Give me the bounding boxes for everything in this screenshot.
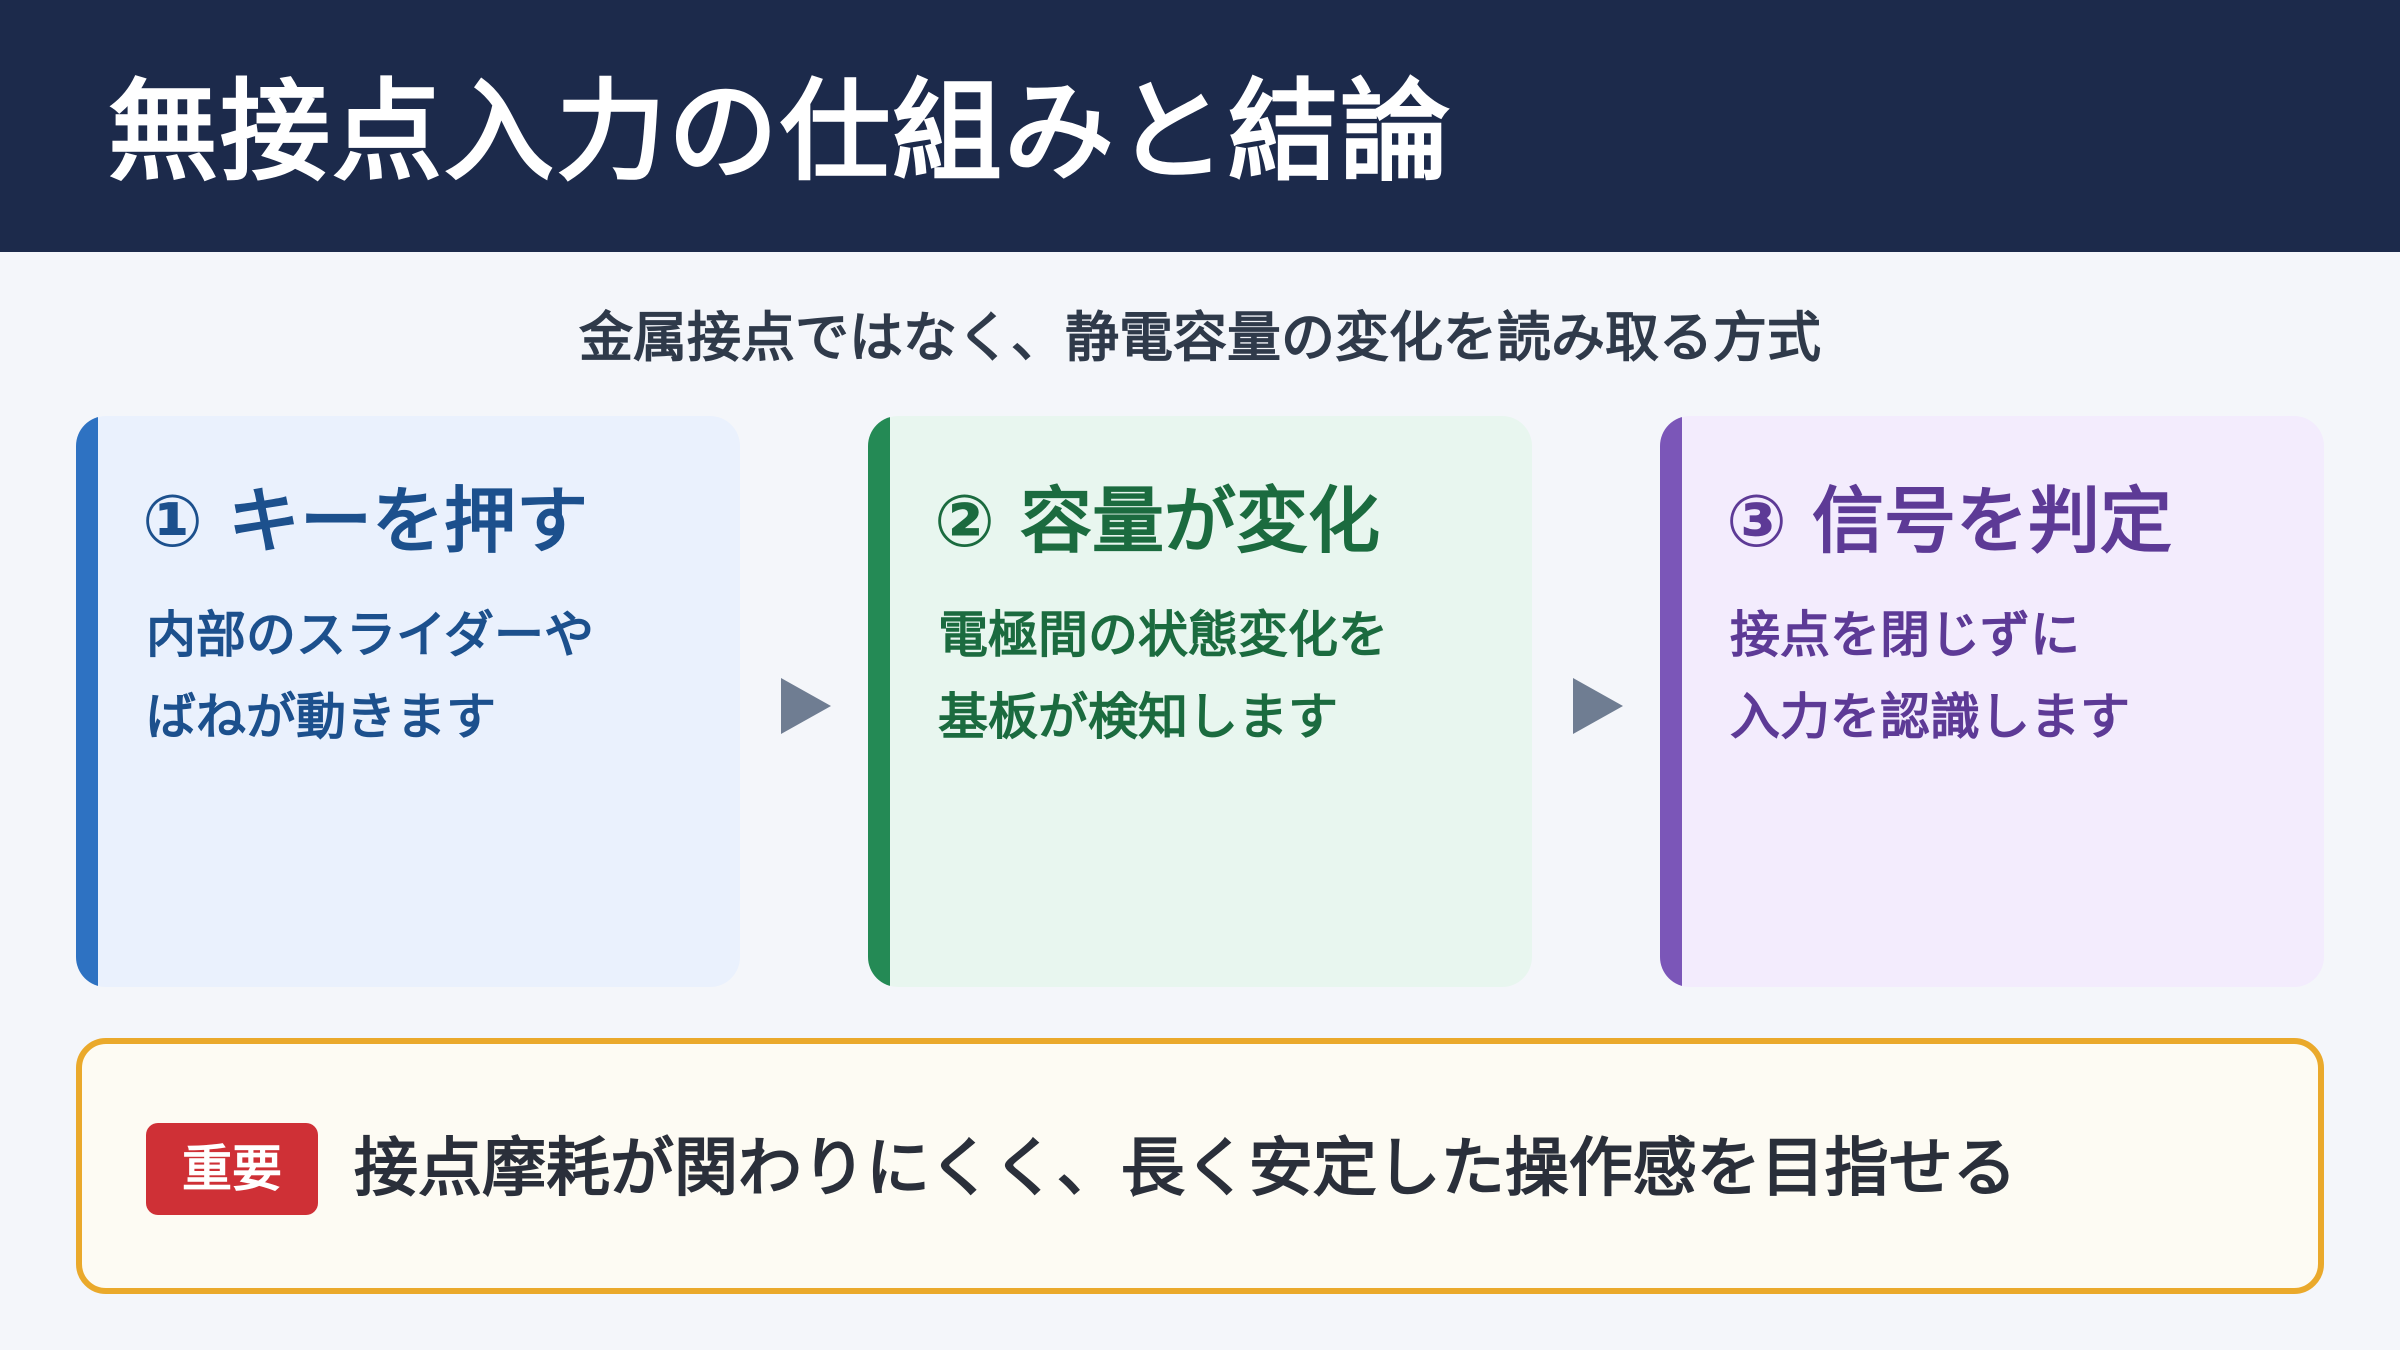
important-badge: 重要 bbox=[146, 1123, 318, 1215]
step-title: ① キーを押す bbox=[142, 479, 589, 563]
step-card-press-key: ① キーを押す 内部のスライダーや ばねが動きます bbox=[76, 416, 740, 987]
accent-bar bbox=[1660, 416, 1682, 987]
conclusion-box: 重要 接点摩耗が関わりにくく、長く安定した操作感を目指せる bbox=[76, 1038, 2324, 1294]
conclusion-text: 接点摩耗が関わりにくく、長く安定した操作感を目指せる bbox=[354, 1132, 2017, 1206]
step-description-line: 接点を閉じずに bbox=[1730, 606, 2080, 664]
step-card-capacitance-change: ② 容量が変化 電極間の状態変化を 基板が検知します bbox=[868, 416, 1532, 987]
accent-bar bbox=[76, 416, 98, 987]
step-description: 電極間の状態変化を 基板が検知します bbox=[938, 594, 1518, 758]
step-description-line: ばねが動きます bbox=[146, 688, 496, 746]
accent-bar bbox=[868, 416, 890, 987]
step-card-signal-judgement: ③ 信号を判定 接点を閉じずに 入力を認識します bbox=[1660, 416, 2324, 987]
step-description: 内部のスライダーや ばねが動きます bbox=[146, 594, 726, 758]
page-subtitle: 金属接点ではなく、静電容量の変化を読み取る方式 bbox=[579, 306, 1821, 369]
page-title: 無接点入力の仕組みと結論 bbox=[108, 68, 1452, 196]
triangle-right-icon bbox=[781, 678, 831, 734]
step-description-line: 基板が検知します bbox=[938, 688, 1338, 746]
step-title: ③ 信号を判定 bbox=[1726, 479, 2173, 563]
step-description-line: 電極間の状態変化を bbox=[938, 606, 1388, 664]
step-description-line: 入力を認識します bbox=[1730, 688, 2130, 746]
title-banner: 無接点入力の仕組みと結論 bbox=[0, 0, 2400, 252]
step-description-line: 内部のスライダーや bbox=[146, 606, 594, 664]
step-title: ② 容量が変化 bbox=[934, 479, 1381, 563]
triangle-right-icon bbox=[1573, 678, 1623, 734]
step-description: 接点を閉じずに 入力を認識します bbox=[1730, 594, 2310, 758]
